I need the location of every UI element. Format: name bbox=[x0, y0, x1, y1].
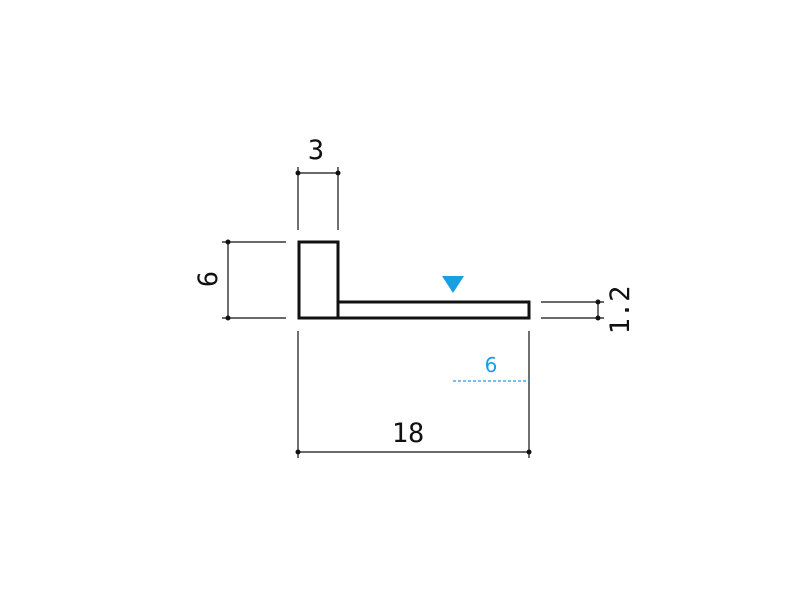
dimension-label-flange-width: 3 bbox=[308, 135, 324, 166]
dimension-web-thickness bbox=[541, 299, 604, 321]
horizontal-web bbox=[336, 300, 531, 320]
dimension-flange-width bbox=[295, 167, 341, 230]
dimension-label-height: 6 bbox=[193, 271, 224, 287]
profile-shape bbox=[297, 240, 531, 320]
dimension-total-length bbox=[295, 331, 532, 458]
dimension-label-web-thickness: 1.2 bbox=[605, 286, 636, 335]
triangle-down-icon bbox=[442, 276, 464, 293]
dimension-label-total-length: 18 bbox=[392, 418, 425, 449]
marker-distance-label: 6 bbox=[485, 353, 498, 377]
vertical-flange bbox=[297, 240, 340, 320]
dimension-height bbox=[222, 239, 286, 321]
